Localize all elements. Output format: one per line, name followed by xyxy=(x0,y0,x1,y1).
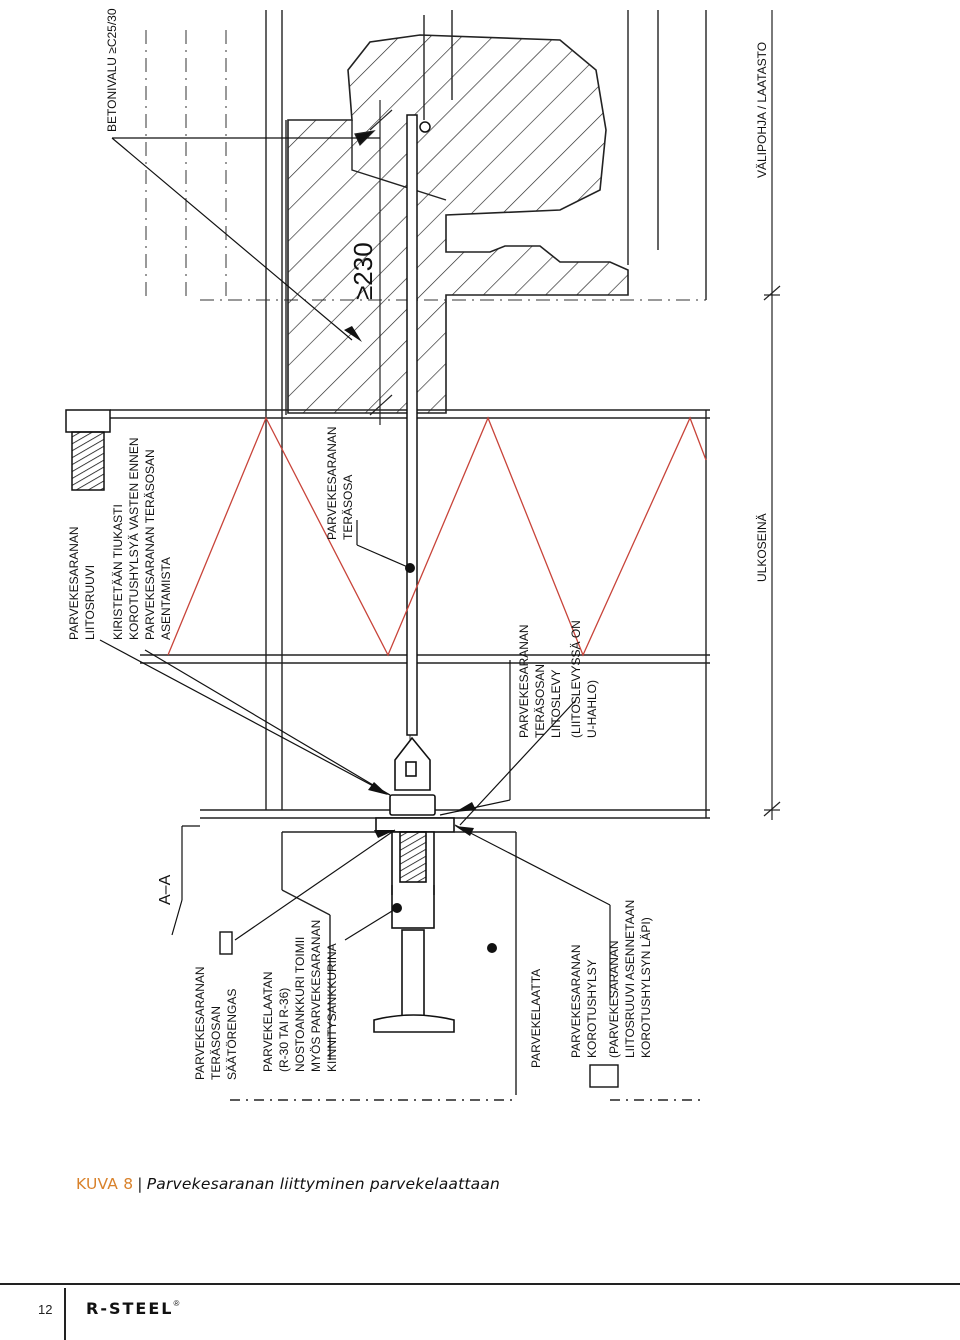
label-liitosruuvi: PARVEKESARANAN LIITOSRUUVI xyxy=(67,526,97,640)
text-korotushylsy-3: (PARVEKESARANAN xyxy=(607,940,621,1058)
slab-outline xyxy=(230,831,706,1101)
connection-assembly xyxy=(373,736,455,1033)
text-nostoankkuri-5: KIINNITYSANKKURINA xyxy=(325,943,339,1072)
text-liitosruuvi-1: PARVEKESARANAN xyxy=(67,526,81,640)
text-liitoslevy-2: TERÄSOSAN xyxy=(533,664,547,738)
steel-rod xyxy=(406,114,431,736)
text-dimension: ≥230 xyxy=(348,242,378,300)
label-korotushylsy: PARVEKESARANAN KOROTUSHYLSY (PARVEKESARA… xyxy=(569,900,653,1058)
logo-registered-mark: ® xyxy=(173,1299,180,1308)
insulation-zigzag xyxy=(167,416,707,657)
concrete-slab-section xyxy=(287,34,629,414)
text-valipohja: VÄLIPOHJA / LAATASTO xyxy=(755,42,769,178)
label-nostoankkuri: PARVEKELAATAN (R-30 TAI R-36) NOSTOANKKU… xyxy=(261,920,339,1072)
text-nostoankkuri-2: (R-30 TAI R-36) xyxy=(277,988,291,1072)
technical-drawing: BETONIVALU ≥C25/30 VÄLIPOHJA / LAATASTO … xyxy=(65,8,781,1101)
text-nostoankkuri-3: NOSTOANKKURI TOIMII xyxy=(293,937,307,1072)
logo-text: R-STEEL xyxy=(86,1299,174,1318)
label-valipohja: VÄLIPOHJA / LAATASTO xyxy=(755,42,769,178)
text-kiristetaan-3: PARVEKESARANAN TERÄSOSAN xyxy=(143,449,157,640)
text-kiristetaan-2: KOROTUSHYLSYÄ VASTEN ENNEN xyxy=(127,438,141,641)
text-teraosa-1: PARVEKESARANAN xyxy=(325,426,339,540)
text-betonivalu: BETONIVALU ≥C25/30 xyxy=(105,8,119,132)
text-saatorengas-3: SÄÄTÖRENGAS xyxy=(225,989,239,1080)
text-korotushylsy-4: LIITOSRUUVI ASENNETAAN xyxy=(623,900,637,1058)
bolt-icon xyxy=(65,409,111,491)
text-korotushylsy-1: PARVEKESARANAN xyxy=(569,944,583,1058)
label-parvekelaatta: PARVEKELAATTA xyxy=(529,969,543,1068)
text-parvekelaatta: PARVEKELAATTA xyxy=(529,969,543,1068)
leader-lines xyxy=(99,137,611,1000)
text-liitosruuvi-2: LIITOSRUUVI xyxy=(83,565,97,640)
text-korotushylsy-2: KOROTUSHYLSY xyxy=(585,959,599,1058)
text-korotushylsy-5: KOROTUSHYLSYN LÄPI) xyxy=(639,917,653,1058)
text-kiristetaan-4: ASENTAMISTA xyxy=(159,557,173,640)
caption-separator: | xyxy=(137,1175,143,1193)
text-liitoslevy-1: PARVEKESARANAN xyxy=(517,624,531,738)
text-ulkoseina: ULKOSEINÄ xyxy=(755,513,769,582)
label-kiristetaan: KIRISTETÄÄN TIUKASTI KOROTUSHYLSYÄ VASTE… xyxy=(111,438,173,641)
caption-title: Parvekesaranan liittyminen parvekelaatta… xyxy=(146,1175,501,1193)
arrow-heads xyxy=(344,326,497,953)
text-saatorengas-2: TERÄSOSAN xyxy=(209,1006,223,1080)
label-teraosa: PARVEKESARANAN TERÄSOSA xyxy=(325,426,355,540)
text-saatorengas-1: PARVEKESARANAN xyxy=(193,966,207,1080)
label-saatorengas: PARVEKESARANAN TERÄSOSAN SÄÄTÖRENGAS xyxy=(193,966,239,1080)
label-ulkoseina: ULKOSEINÄ xyxy=(755,513,769,582)
text-section: A–A xyxy=(157,874,174,905)
text-liitoslevy-3: LIITOSLEVY xyxy=(549,670,563,738)
footer-rule xyxy=(0,1283,960,1285)
text-kiristetaan-1: KIRISTETÄÄN TIUKASTI xyxy=(111,504,125,640)
rsteel-logo: R-STEEL® xyxy=(86,1299,179,1319)
label-section: A–A xyxy=(157,874,174,905)
small-symbols xyxy=(219,885,619,1088)
text-nostoankkuri-1: PARVEKELAATAN xyxy=(261,972,275,1072)
text-teraosa-2: TERÄSOSA xyxy=(341,475,355,540)
label-liitoslevy: PARVEKESARANAN TERÄSOSAN LIITOSLEVY (LII… xyxy=(517,620,599,738)
page-number-box xyxy=(30,1288,66,1340)
text-liitoslevy-5: U-HAHLO) xyxy=(585,680,599,738)
figure-caption: KUVA 8|Parvekesaranan liittyminen parvek… xyxy=(76,1175,500,1193)
label-dimension: ≥230 xyxy=(348,242,378,300)
text-liitoslevy-4: (LIITOSLEVYSSÄ ON xyxy=(569,620,583,738)
height-dimension xyxy=(763,10,781,820)
page-number: 12 xyxy=(38,1302,53,1317)
caption-label: KUVA 8 xyxy=(76,1175,134,1193)
text-nostoankkuri-4: MYÖS PARVEKESARANAN xyxy=(309,920,323,1072)
label-betonivalu: BETONIVALU ≥C25/30 xyxy=(105,8,119,132)
